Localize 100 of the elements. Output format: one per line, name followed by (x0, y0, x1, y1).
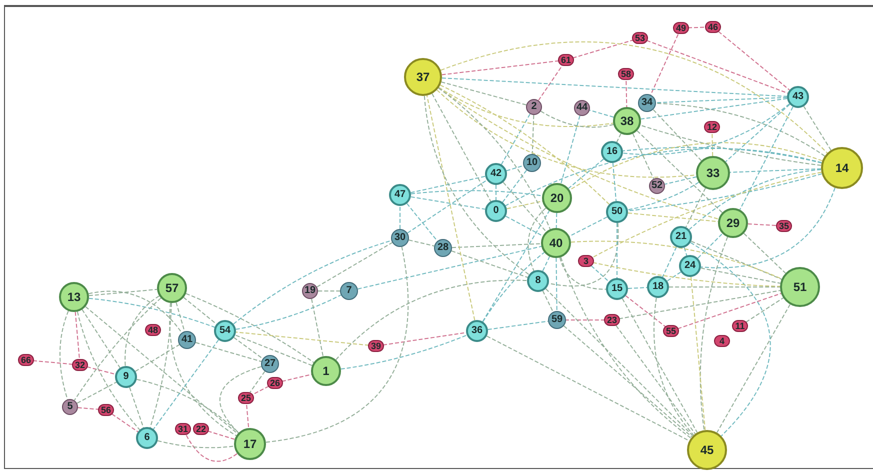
connector-line (545, 288, 694, 436)
connector-line (235, 294, 342, 330)
graph-node: 37 (404, 58, 442, 96)
connector-line (408, 240, 435, 246)
connector-line (712, 134, 714, 156)
small-node: 35 (776, 220, 792, 232)
graph-node: 20 (542, 183, 572, 213)
connector-line (335, 280, 528, 360)
graph-node: 44 (574, 100, 590, 116)
connector-line (482, 252, 545, 322)
graph-node: 41 (178, 331, 196, 349)
connector-line (542, 256, 550, 272)
connector-line (668, 286, 780, 288)
connector-line (622, 146, 822, 164)
connector-line (745, 297, 784, 323)
connector-line (186, 434, 238, 462)
graph-node: 43 (787, 86, 809, 108)
connector-line (646, 40, 788, 94)
graph-node: 51 (780, 267, 820, 307)
connector-line (589, 110, 614, 118)
connector-line (233, 337, 264, 360)
small-node: 55 (663, 325, 679, 337)
connector-line (111, 413, 138, 432)
connector-line (572, 40, 634, 58)
connector-line (697, 233, 723, 259)
connector-line (441, 60, 560, 76)
connector-line (250, 370, 266, 393)
connector-line (281, 374, 312, 382)
connector-line (440, 81, 527, 106)
connector-line (129, 386, 144, 428)
connector-line (410, 190, 543, 196)
connector-line (684, 247, 688, 256)
connector-line (612, 162, 617, 202)
connector-line (618, 290, 781, 320)
connector-line (316, 242, 393, 288)
small-node: 11 (732, 320, 748, 332)
connector-line (616, 133, 622, 143)
connector-line (76, 382, 117, 404)
small-node: 66 (18, 354, 34, 366)
connector-line (506, 200, 543, 210)
graph-node: 34 (638, 94, 656, 112)
connector-line (688, 26, 706, 28)
graph-node: 16 (601, 141, 623, 163)
connector-line (505, 148, 822, 206)
connector-line (426, 95, 476, 321)
connector-line (502, 170, 528, 203)
graph-node: 9 (115, 366, 137, 388)
graph-node: 17 (234, 428, 266, 460)
connector-line (632, 133, 654, 180)
graph-node: 2 (526, 99, 542, 115)
connector-line (664, 176, 697, 185)
graph-node: 38 (613, 107, 641, 135)
connector-line (656, 96, 788, 104)
graph-node: 45 (687, 430, 727, 470)
graph-node: 30 (391, 229, 409, 247)
connector-line (538, 65, 563, 101)
connector-line (440, 41, 828, 154)
small-node: 53 (632, 32, 648, 44)
connector-line (556, 212, 558, 228)
connector-line (246, 404, 250, 429)
connector-line (700, 236, 728, 431)
graph-node: 36 (466, 320, 488, 342)
small-node: 25 (238, 392, 254, 404)
connector-line (559, 257, 606, 290)
graph-node: 42 (485, 163, 507, 185)
connector-line (234, 334, 313, 366)
connector-line (157, 440, 235, 448)
connector-line (803, 106, 832, 151)
connector-line (627, 287, 648, 289)
small-node: 12 (704, 121, 720, 133)
connector-line (700, 187, 836, 268)
graph-node: 8 (527, 270, 549, 292)
connector-line (436, 89, 697, 178)
connector-line (438, 88, 551, 230)
connector-line (640, 124, 822, 166)
connector-line (74, 311, 80, 359)
connector-line (688, 169, 822, 230)
graph-node: 52 (649, 178, 665, 194)
connector-line (32, 360, 74, 365)
connector-line (640, 98, 788, 120)
graph-node: 0 (485, 200, 507, 222)
connector-line (88, 288, 158, 296)
small-node: 48 (145, 324, 161, 336)
connector-line (506, 165, 524, 172)
graph-node: 27 (261, 355, 279, 373)
connector-line (410, 176, 486, 194)
connector-line (195, 342, 262, 362)
connector-line (542, 290, 554, 312)
graph-node: 15 (606, 278, 628, 300)
graph-node: 19 (302, 283, 318, 299)
small-node: 3 (578, 255, 594, 267)
connector-line (622, 103, 790, 155)
connector-line (357, 246, 542, 290)
connector-line (74, 298, 162, 401)
connector-line (528, 208, 546, 272)
connector-line (616, 222, 618, 278)
connector-line (88, 298, 216, 328)
graph-node: 59 (548, 311, 566, 329)
connector-line (59, 310, 69, 400)
connector-line (505, 216, 544, 236)
